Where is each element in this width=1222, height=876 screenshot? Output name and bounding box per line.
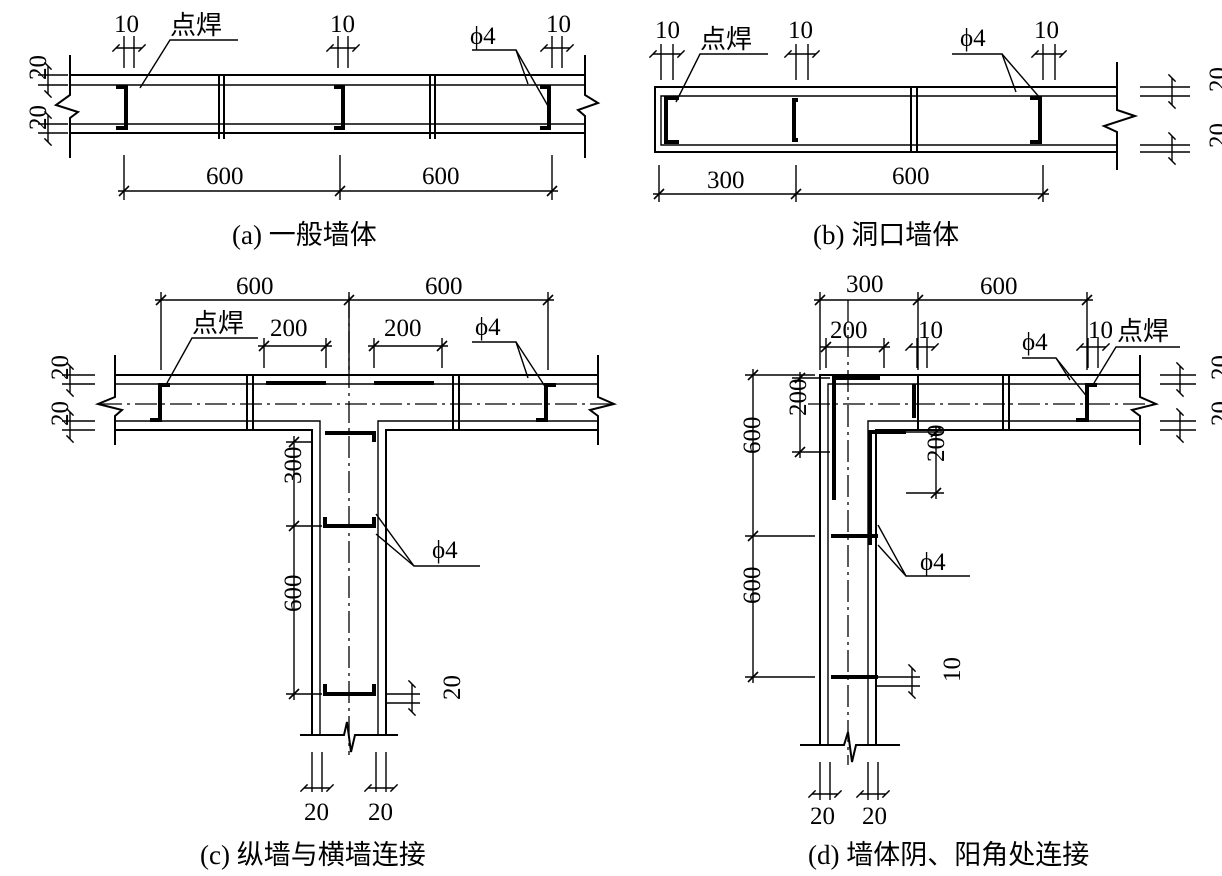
dim-600: 600 xyxy=(206,163,244,190)
dim-600: 600 xyxy=(892,163,930,190)
dim-10: 10 xyxy=(1088,317,1113,344)
rebar-label: ϕ4 xyxy=(432,537,458,564)
weld-rung xyxy=(664,96,679,144)
break-line-right xyxy=(587,355,618,445)
rebar-label: ϕ4 xyxy=(920,549,946,576)
caption-b: (b) 洞口墙体 xyxy=(813,220,959,250)
weld-leader xyxy=(166,337,258,384)
dim-20: 20 xyxy=(47,355,74,380)
dim-600: 600 xyxy=(280,575,307,613)
break-line-left xyxy=(94,355,125,445)
panel-c-t-junction: 600 600 200 200 点焊 ϕ4 20 20 300 600 ϕ4 xyxy=(47,273,618,870)
weld-leader xyxy=(1093,346,1180,384)
dim-600: 600 xyxy=(739,417,766,455)
rebar-label: ϕ4 xyxy=(960,25,986,52)
dim-20: 20 xyxy=(1205,123,1222,148)
break-line-right xyxy=(1129,355,1160,445)
dim-10: 10 xyxy=(546,11,571,38)
dim-20: 20 xyxy=(47,401,74,426)
caption-a: (a) 一般墙体 xyxy=(232,220,377,250)
dim-200: 200 xyxy=(270,315,308,342)
weld-label: 点焊 xyxy=(700,25,752,55)
panel-a-general-wall: 10 10 10 点焊 ϕ4 20 20 600 600 (a) 一般墙体 xyxy=(25,11,601,250)
dim-10: 10 xyxy=(330,11,355,38)
panel-b-opening-wall: 10 10 10 点焊 ϕ4 20 20 300 600 (b) 洞口墙体 xyxy=(648,17,1222,250)
weld-label: 点焊 xyxy=(170,11,222,41)
dim-300: 300 xyxy=(846,271,884,298)
dim-20: 20 xyxy=(368,799,393,826)
weld-label: 点焊 xyxy=(1117,317,1169,347)
dim-600: 600 xyxy=(236,273,274,300)
weld-leader xyxy=(139,39,238,89)
dim-20: 20 xyxy=(810,803,835,830)
dim-600: 600 xyxy=(980,273,1018,300)
dim-10: 10 xyxy=(939,657,966,682)
panel-d-corner-junction: 300 600 200 10 10 点焊 ϕ4 200 200 600 600 xyxy=(739,271,1222,870)
weld-rung xyxy=(1076,383,1097,422)
dim-20: 20 xyxy=(1207,401,1222,426)
dim-20: 20 xyxy=(1205,67,1222,92)
dim-200: 200 xyxy=(923,425,950,463)
caption-c: (c) 纵墙与横墙连接 xyxy=(200,840,426,870)
dim-200: 200 xyxy=(785,379,812,417)
dim-20: 20 xyxy=(439,675,466,700)
dim-20: 20 xyxy=(25,105,52,130)
dim-20: 20 xyxy=(1207,355,1222,380)
dim-10: 10 xyxy=(655,17,680,44)
dim-300: 300 xyxy=(707,167,745,194)
break-line-left xyxy=(53,55,81,158)
dim-300: 300 xyxy=(280,447,307,485)
dim-10: 10 xyxy=(114,11,139,38)
dim-600: 600 xyxy=(425,273,463,300)
weld-rung xyxy=(116,85,128,130)
weld-label: 点焊 xyxy=(192,309,244,339)
caption-d: (d) 墙体阴、阳角处连接 xyxy=(808,840,1089,870)
break-line-right xyxy=(576,55,601,158)
rebar-label: ϕ4 xyxy=(475,314,501,341)
dim-20: 20 xyxy=(25,55,52,80)
rebar-label: ϕ4 xyxy=(1022,329,1048,356)
dim-600: 600 xyxy=(739,567,766,605)
dim-200: 200 xyxy=(384,315,422,342)
weld-leader xyxy=(675,53,768,103)
dim-20: 20 xyxy=(862,803,887,830)
break-line-bottom xyxy=(800,731,900,763)
break-line-right xyxy=(1101,62,1139,170)
dim-600: 600 xyxy=(422,163,460,190)
dim-20: 20 xyxy=(304,799,329,826)
rebar-label: ϕ4 xyxy=(470,23,496,50)
dim-200: 200 xyxy=(830,317,868,344)
weld-rung xyxy=(150,383,170,422)
dim-10: 10 xyxy=(788,17,813,44)
dim-10: 10 xyxy=(918,317,943,344)
dim-10: 10 xyxy=(1034,17,1059,44)
